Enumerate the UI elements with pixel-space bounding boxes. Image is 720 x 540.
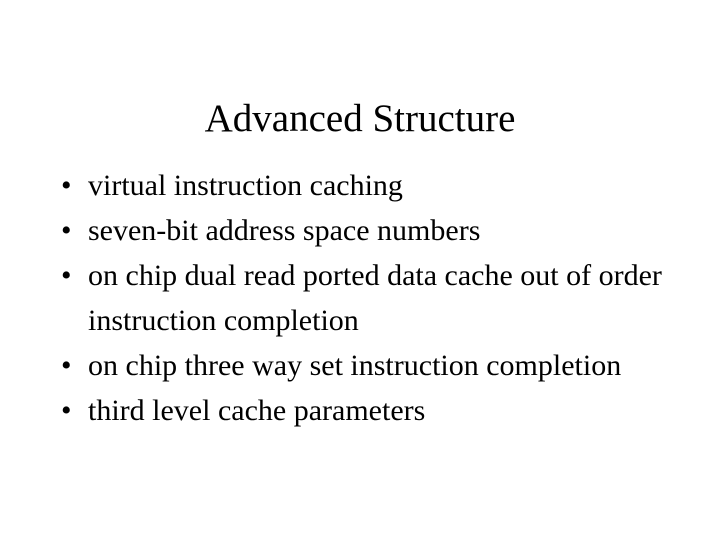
list-item-label: third level cache parameters (88, 394, 426, 427)
list-item-label: on chip dual read ported data cache out … (88, 259, 662, 337)
bullet-point-icon: • (61, 349, 72, 382)
list-item[interactable]: • seven-bit address space numbers (60, 208, 680, 253)
list-item[interactable]: • virtual instruction caching (60, 163, 680, 208)
bullet-point-icon: • (61, 169, 72, 202)
bullet-point-icon: • (61, 394, 72, 427)
bullet-list: • virtual instruction caching • seven-bi… (60, 163, 680, 433)
page-title: Advanced Structure (204, 97, 516, 141)
bullet-point-icon: • (61, 214, 72, 247)
list-item[interactable]: • third level cache parameters (60, 388, 680, 433)
list-item[interactable]: • on chip three way set instruction comp… (60, 343, 680, 388)
list-item-label: virtual instruction caching (88, 169, 403, 202)
list-item-label: on chip three way set instruction comple… (88, 349, 622, 382)
list-item-label: seven-bit address space numbers (88, 214, 481, 247)
bullet-point-icon: • (61, 259, 72, 292)
list-item[interactable]: • on chip dual read ported data cache ou… (60, 253, 680, 343)
